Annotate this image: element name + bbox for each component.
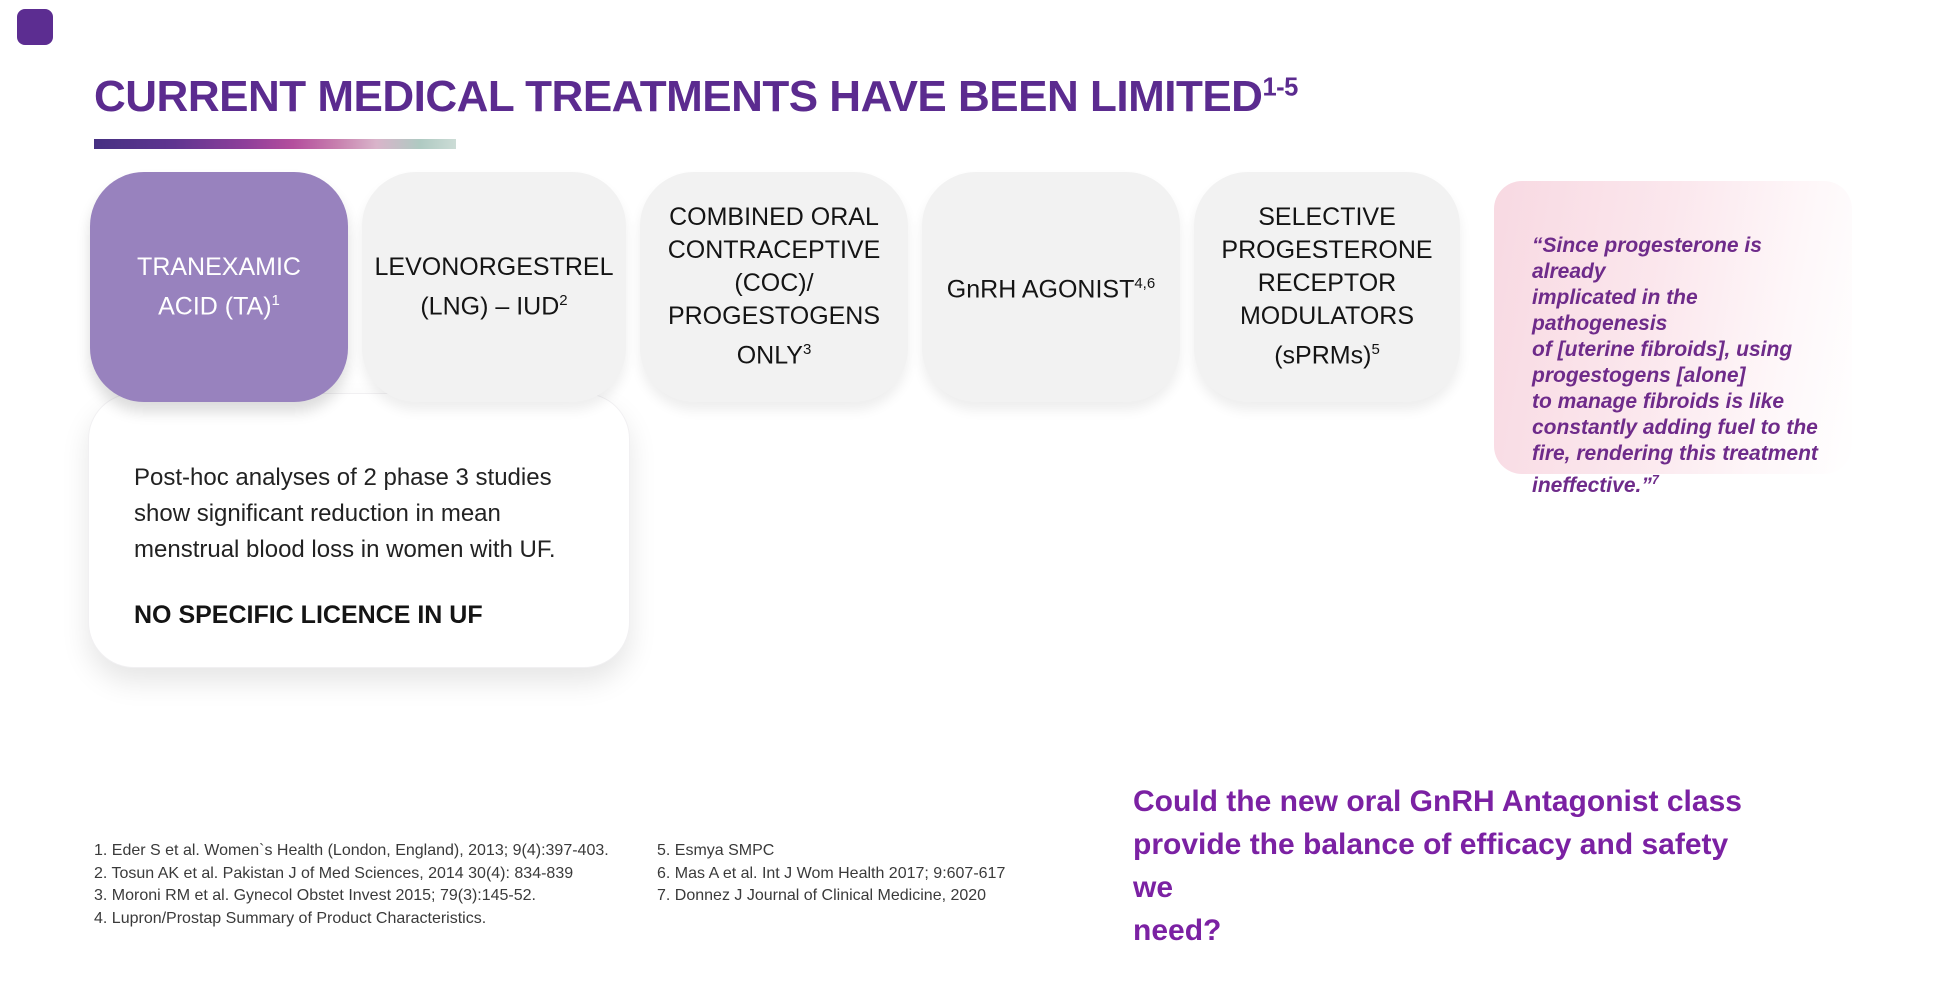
references: 1. Eder S et al. Women`s Health (London,… [94,840,1005,930]
page-title-text: CURRENT MEDICAL TREATMENTS HAVE BEEN LIM… [94,72,1263,121]
progesterone-quote-card: “Since progesterone is already implicate… [1494,181,1852,497]
title-underline-bar [94,139,456,149]
no-licence-statement: NO SPECIFIC LICENCE IN UF [134,601,483,629]
card-levonorgestrel-iud: LEVONORGESTREL (LNG) – IUD2 [362,172,626,402]
closing-question: Could the new oral GnRH Antagonist class… [1133,785,1742,947]
card-label-text: SELECTIVE PROGESTERONE RECEPTOR MODULATO… [1221,203,1433,370]
card-gnrh-agonist: GnRH AGONIST4,6 [922,172,1180,402]
detail-body-text: Post-hoc analyses of 2 phase 3 studies s… [134,464,556,563]
quote-text: “Since progesterone is already implicate… [1532,233,1826,499]
quote-superscript: 7 [1651,473,1659,487]
card-superscript: 3 [802,341,812,359]
card-label: GnRH AGONIST4,6 [947,267,1155,306]
card-label: LEVONORGESTREL (LNG) – IUD2 [375,251,614,323]
page-title: CURRENT MEDICAL TREATMENTS HAVE BEEN LIM… [94,72,1298,122]
card-sprms: SELECTIVE PROGESTERONE RECEPTOR MODULATO… [1194,172,1460,402]
tranexamic-detail-card: Post-hoc analyses of 2 phase 3 studies s… [88,393,630,668]
card-label: TRANEXAMIC ACID (TA)1 [137,251,301,323]
page-title-superscript: 1-5 [1262,73,1298,102]
card-tranexamic-acid: TRANEXAMIC ACID (TA)1 [90,172,348,402]
card-superscript: 5 [1371,341,1380,359]
card-superscript: 1 [271,291,280,309]
quote-body: “Since progesterone is already implicate… [1532,234,1818,497]
logo-chip [17,9,53,45]
card-superscript: 4,6 [1134,275,1156,293]
references-column-1: 1. Eder S et al. Women`s Health (London,… [94,842,609,927]
card-combined-oral-contraceptive: COMBINED ORAL CONTRACEPTIVE (COC)/ PROGE… [640,172,908,402]
card-label-text: COMBINED ORAL CONTRACEPTIVE (COC)/ PROGE… [667,203,881,370]
card-superscript: 2 [559,291,568,309]
card-label: SELECTIVE PROGESTERONE RECEPTOR MODULATO… [1221,201,1432,372]
card-label: COMBINED ORAL CONTRACEPTIVE (COC)/ PROGE… [668,201,881,372]
card-label-text: GnRH AGONIST [946,275,1135,304]
treatment-cards-row: TRANEXAMIC ACID (TA)1 LEVONORGESTREL (LN… [90,172,1460,402]
card-label-text: TRANEXAMIC ACID (TA) [137,252,301,321]
card-label-text: LEVONORGESTREL (LNG) – IUD [374,252,614,321]
references-column-2: 5. Esmya SMPC 6. Mas A et al. Int J Wom … [657,842,1006,904]
